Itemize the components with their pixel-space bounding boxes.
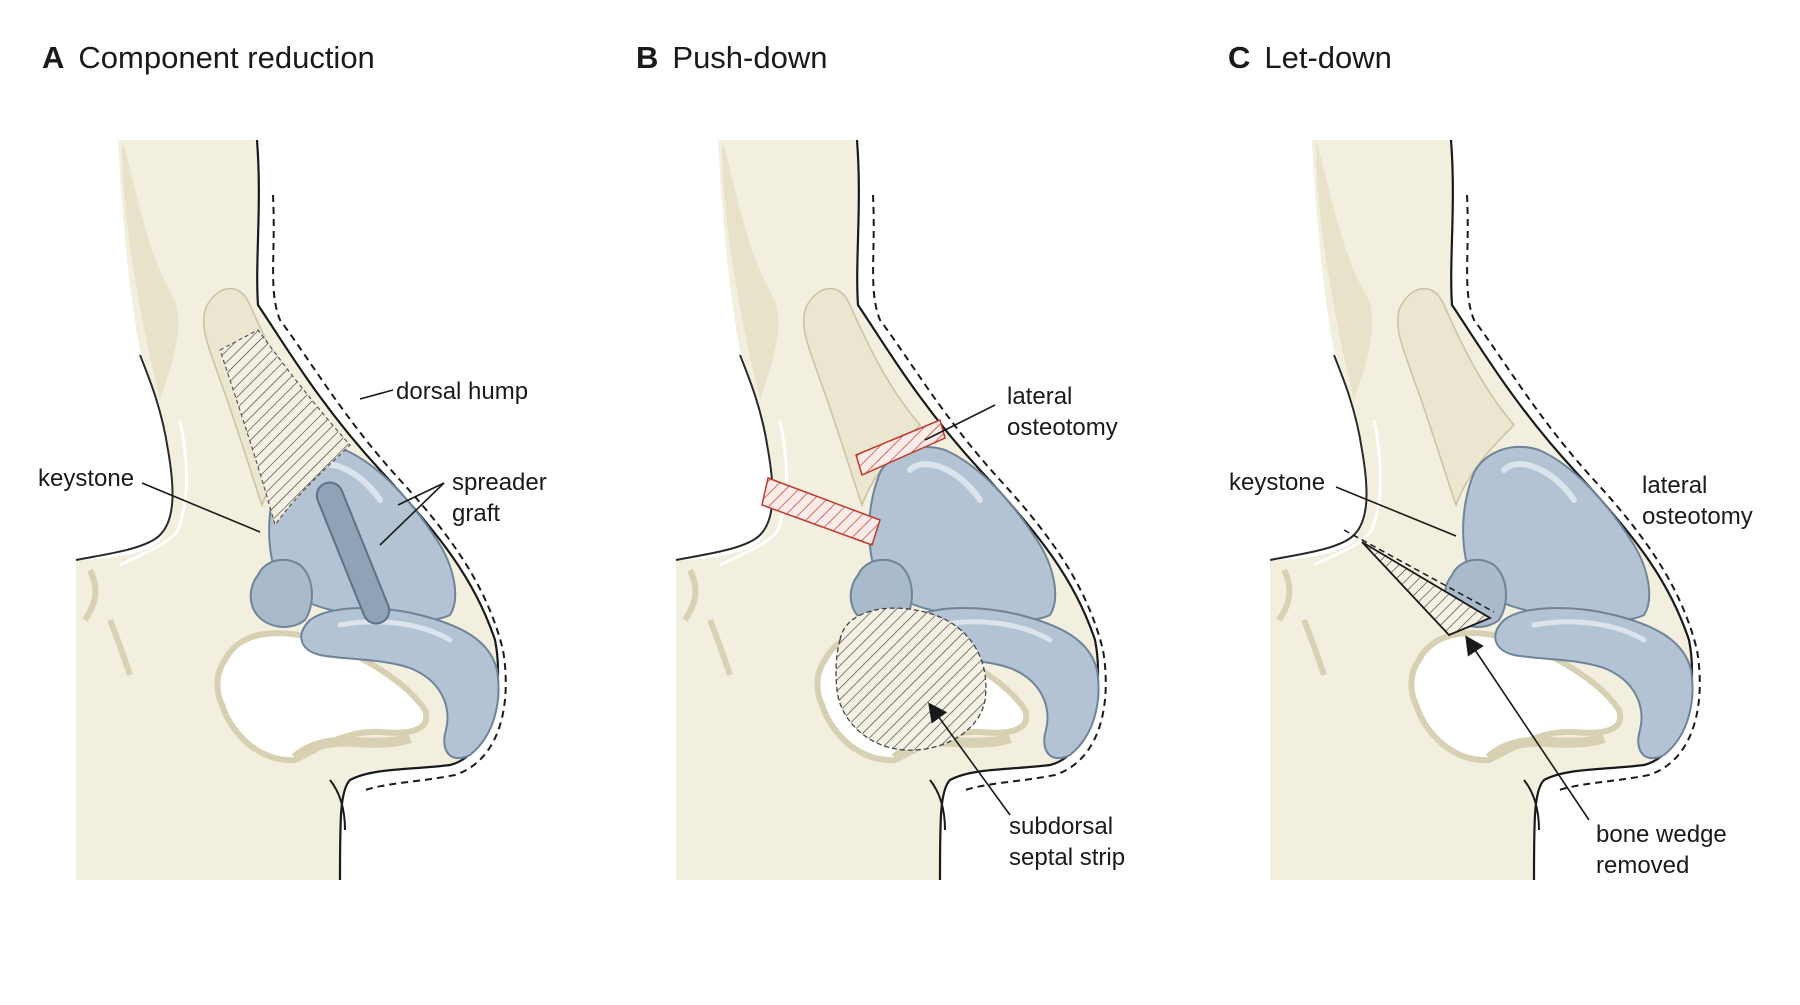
subdorsal-septal-strip [835, 607, 987, 751]
label-spreader-line-1: spreader [452, 469, 547, 496]
panel-b-title-text: Push-down [672, 40, 828, 75]
label-subdorsal-septal-strip: subdorsal septal strip [1009, 811, 1125, 873]
spreader-leader-1 [397, 482, 445, 506]
dorsal-hump-leader [359, 389, 394, 400]
subdorsal-arrow [928, 702, 1011, 816]
spreader-leader-2 [379, 482, 445, 546]
dorsal-hump-region [219, 329, 351, 527]
bone-wedge [1361, 541, 1493, 637]
panel-a-letter: A [42, 40, 65, 75]
label-bone-wedge-line-2: removed [1596, 852, 1690, 879]
panel-c-title-text: Let-down [1264, 40, 1392, 75]
let-down-osteotomy-trace [1343, 529, 1495, 613]
label-subdorsal-line-2: septal strip [1009, 844, 1126, 871]
label-dorsal-hump: dorsal hump [396, 378, 529, 405]
bone-wedge-arrow [1465, 635, 1590, 821]
label-bone-wedge-line-1: bone wedge [1596, 821, 1727, 848]
panel-b-figure [676, 140, 1106, 880]
panel-a-title: A Component reduction [42, 40, 375, 76]
label-lateral-osteotomy-c: lateral osteotomy [1642, 470, 1753, 532]
lateral-osteotomy-strip-lower [761, 476, 881, 546]
label-lateral-osteotomy-c-line-1: lateral [1642, 472, 1708, 499]
label-lateral-osteotomy-c-line-2: osteotomy [1642, 503, 1753, 530]
lateral-osteotomy-strip-upper [855, 418, 946, 477]
label-bone-wedge-removed: bone wedge removed [1596, 819, 1727, 881]
label-lateral-osteotomy-b-line-1: lateral [1007, 383, 1073, 410]
panel-c-letter: C [1228, 40, 1251, 75]
panel-b-letter: B [636, 40, 659, 75]
panel-b-title: B Push-down [636, 40, 827, 76]
label-lateral-osteotomy-b-line-2: osteotomy [1007, 414, 1118, 441]
label-keystone-a: keystone [38, 465, 135, 492]
panel-a-title-text: Component reduction [78, 40, 375, 75]
lateral-osteotomy-leader-b [924, 404, 996, 441]
panel-c-figure [1270, 140, 1700, 880]
keystone-leader-a [141, 482, 261, 533]
label-lateral-osteotomy-b: lateral osteotomy [1007, 381, 1118, 443]
label-spreader-line-2: graft [452, 500, 501, 527]
keystone-leader-c [1335, 486, 1457, 537]
panel-c-title: C Let-down [1228, 40, 1392, 76]
label-spreader-graft: spreader graft [452, 467, 547, 529]
label-keystone-c: keystone [1229, 469, 1326, 496]
spreader-graft [315, 481, 391, 625]
label-subdorsal-line-1: subdorsal [1009, 813, 1114, 840]
panel-a-figure [76, 140, 506, 880]
